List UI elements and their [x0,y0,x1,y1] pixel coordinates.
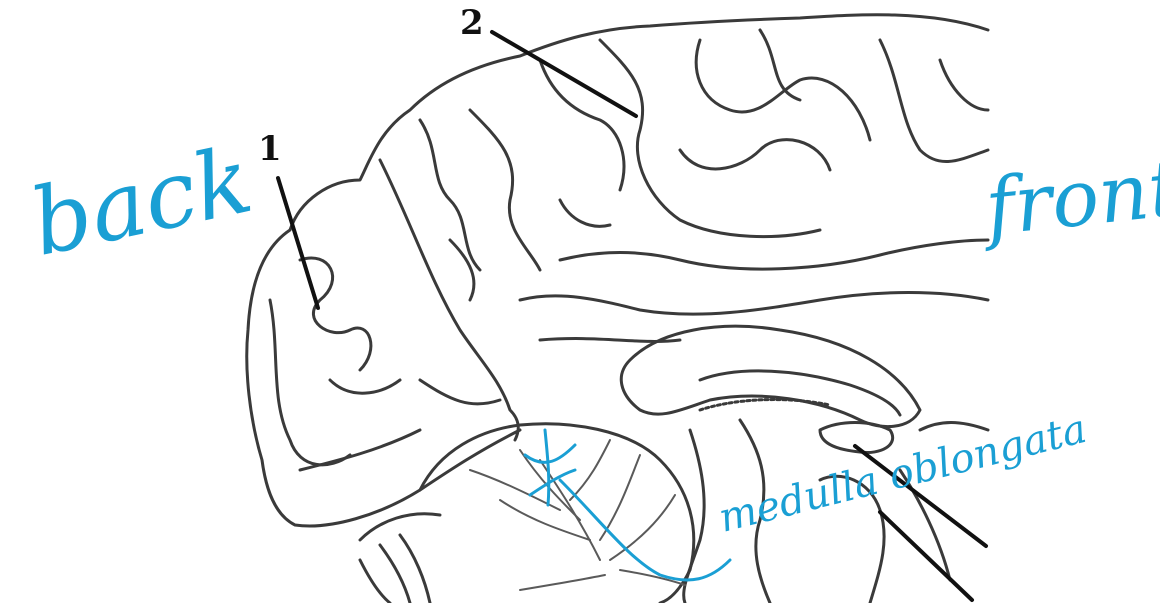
sulcus-19 [450,240,474,300]
sulcus-18 [560,200,610,226]
sulcus-9 [760,30,800,100]
sulcus-6 [540,60,624,190]
sulcus-10 [880,40,988,162]
sulcus-4 [420,120,480,270]
sulcus-17 [330,380,400,393]
sulcus-15 [420,380,500,404]
label-2-pointer [492,32,636,116]
sulcus-11 [680,140,830,170]
sulcus-3 [270,300,350,465]
label-1: 1 [258,132,282,166]
fornix [700,400,830,410]
sulcus-12 [560,240,988,269]
sulcus-16 [300,430,420,470]
hypothalamus [920,423,988,431]
arbor-branch-7 [520,575,605,590]
cortex-outline [247,15,988,526]
cerebellum-arc-2 [380,545,410,603]
annotation-front: front [982,150,1160,248]
sulcus-13 [520,293,988,315]
arbor-branch-6 [470,470,560,510]
sulcus-2 [300,258,371,370]
sulcus-20 [940,60,988,110]
arbor-branch-1 [500,500,590,540]
corpus-callosum-inner [700,371,900,415]
sulcus-5 [470,110,540,270]
cerebellum-arc-3 [400,535,430,603]
label-2: 2 [460,6,484,40]
cerebellum-arc-1 [360,560,390,603]
